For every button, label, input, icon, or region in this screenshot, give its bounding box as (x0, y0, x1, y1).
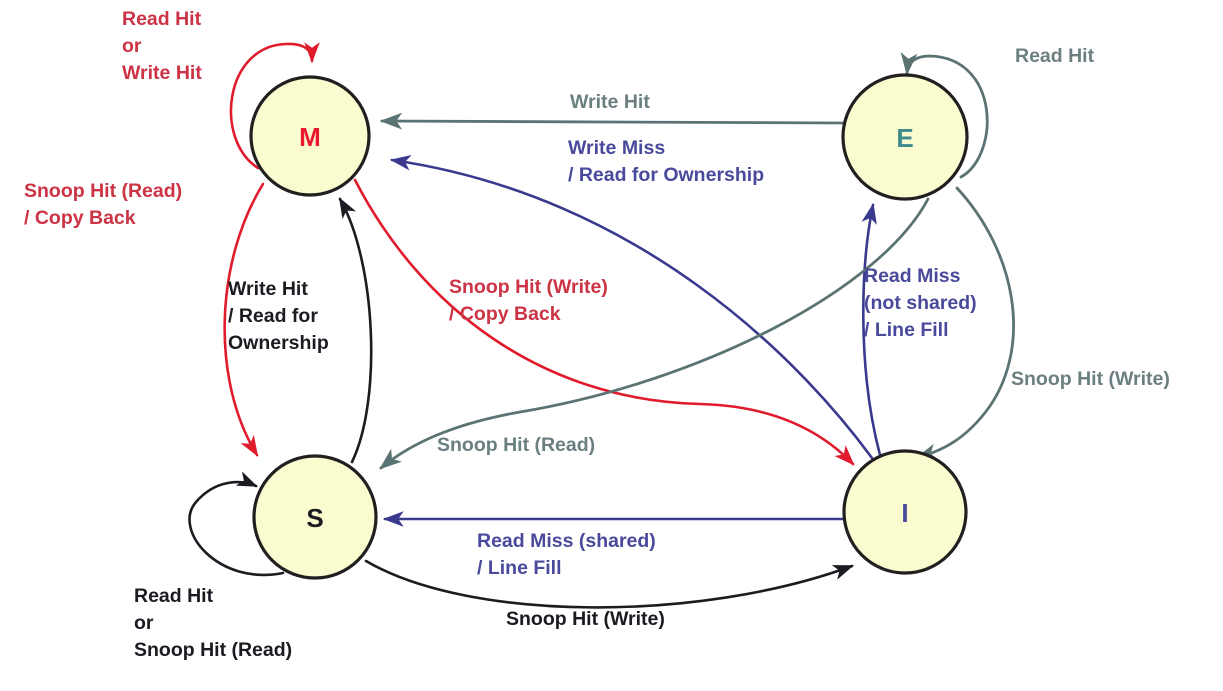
edge-s-to-s (188, 471, 285, 577)
state-node-m[interactable]: M (249, 75, 371, 197)
edge-label-i-to-e: Read Miss (not shared) / Line Fill (864, 265, 1015, 341)
state-node-s[interactable]: S (252, 454, 378, 580)
edge-m-to-s (223, 182, 265, 457)
edge-s-to-m (338, 197, 373, 464)
state-circle-m[interactable] (249, 75, 371, 197)
state-circle-e[interactable] (841, 73, 969, 201)
state-label-i: I (901, 498, 908, 528)
edge-label-i-to-s: Read Miss (shared) / Line Fill (477, 530, 694, 579)
edge-e-to-i (914, 186, 1015, 460)
edge-m-to-m (229, 42, 320, 170)
edge-label-s-to-s: Read Hit or Snoop Hit (Read) (134, 585, 319, 661)
edge-label-i-to-m: Write Miss / Read for Ownership (568, 137, 791, 186)
edge-i-to-m (389, 154, 874, 460)
edge-e-to-m (379, 112, 845, 130)
edge-label-e-to-m: Write Hit (570, 91, 677, 113)
edge-i-to-e (861, 202, 882, 457)
edge-label-m-to-s: Snoop Hit (Read) / Copy Back (24, 180, 220, 229)
state-label-m: M (299, 122, 321, 152)
edge-s-to-i (364, 559, 854, 609)
state-circle-i[interactable] (842, 449, 968, 575)
edge-e-to-e (900, 52, 989, 179)
edge-label-s-to-m: Write Hit / Read for Ownership (228, 278, 356, 354)
state-label-e: E (896, 123, 913, 153)
state-circle-s[interactable] (252, 454, 378, 580)
edge-e-to-s (379, 197, 930, 470)
state-label-s: S (306, 503, 323, 533)
edge-label-e-to-e: Read Hit (1015, 45, 1121, 67)
edge-m-to-i (353, 178, 855, 466)
edge-label-s-to-i: Snoop Hit (Write) (506, 608, 692, 630)
edge-label-e-to-i: Snoop Hit (Write) (1011, 368, 1197, 390)
edge-label-e-to-s: Snoop Hit (Read) (437, 434, 622, 456)
edge-label-m-to-m: Read Hit or Write Hit (122, 8, 239, 84)
state-node-i[interactable]: I (842, 449, 968, 575)
edge-label-m-to-i: Snoop Hit (Write) / Copy Back (449, 276, 646, 325)
state-node-e[interactable]: E (841, 73, 969, 201)
